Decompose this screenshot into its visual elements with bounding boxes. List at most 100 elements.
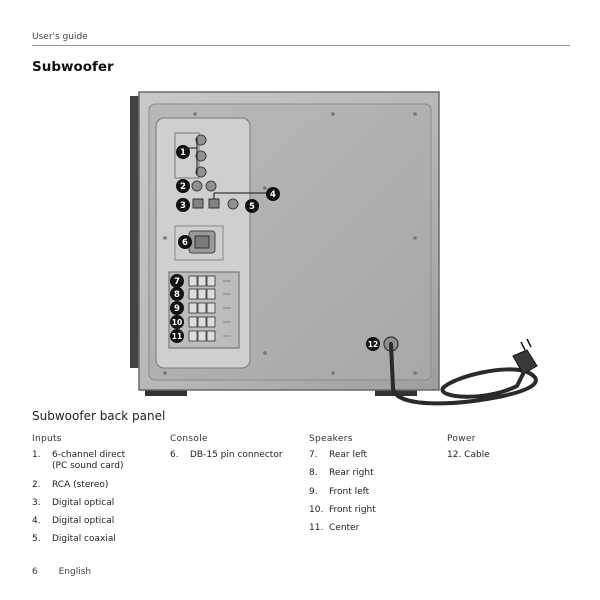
item-number: 2.: [32, 479, 41, 490]
coaxial-jack: [227, 198, 239, 210]
screw: [413, 371, 417, 375]
input-jack: [195, 166, 207, 178]
screw: [163, 371, 167, 375]
input-jack: [195, 134, 207, 146]
callout-1: 1: [176, 145, 190, 159]
callout-2: 2: [176, 179, 190, 193]
speaker-terminal: [188, 288, 198, 300]
callout-10-label: 10: [172, 318, 182, 327]
speaker-terminal: [188, 316, 198, 328]
speaker-terminal: [188, 275, 198, 287]
item-text: Digital coaxial: [52, 534, 116, 545]
item-number: 3.: [32, 497, 41, 508]
inputs-column: Inputs 1. 6-channel direct (PC sound card…: [32, 434, 162, 553]
optical-port: [208, 198, 220, 209]
callout-3-label: 3: [180, 201, 186, 211]
item-text: 6-channel direct (PC sound card): [52, 450, 126, 472]
optical-port: [192, 198, 204, 209]
callout-4: 4: [266, 187, 280, 201]
power-column: Power 12. Cable: [447, 434, 567, 468]
header-rule: [32, 45, 570, 46]
section-title: Subwoofer: [32, 59, 114, 75]
item-number: 10.: [309, 504, 324, 515]
callout-11-label: 11: [172, 332, 182, 341]
item-number: 1.: [32, 450, 41, 460]
screw: [413, 112, 417, 116]
item-number: 7.: [309, 450, 318, 460]
callout-12: 12: [366, 337, 380, 351]
list-item: 10. Front right: [309, 505, 439, 516]
callout-5-label: 5: [249, 202, 255, 212]
screw: [193, 112, 197, 116]
column-heading: Console: [170, 434, 208, 444]
callout-3: 3: [176, 198, 190, 212]
callout-6-label: 6: [182, 238, 188, 248]
list-item: 8. Rear right: [309, 468, 439, 479]
figure-caption: Subwoofer back panel: [32, 409, 166, 423]
callout-7: 7: [170, 274, 184, 288]
screw: [331, 371, 335, 375]
speaker-terminal: [188, 330, 198, 342]
list-item: 5. Digital coaxial: [32, 534, 162, 545]
item-number: 6.: [170, 450, 179, 460]
list-item: 1. 6-channel direct (PC sound card): [32, 450, 162, 473]
power-plug: [512, 349, 538, 375]
item-number: 5.: [32, 534, 41, 545]
item-text: RCA (stereo): [52, 479, 109, 490]
callout-12-label: 12: [368, 340, 378, 349]
input-jack: [195, 150, 207, 162]
page-footer: 6 English: [32, 567, 91, 577]
column-heading: Inputs: [32, 434, 62, 444]
callout-8-label: 8: [174, 290, 180, 300]
screw: [413, 236, 417, 240]
list-item: 6. DB-15 pin connector: [170, 450, 305, 461]
screw: [331, 112, 335, 116]
item-text: Front right: [329, 504, 376, 515]
screw: [163, 236, 167, 240]
list-item: 7. Rear left: [309, 450, 439, 461]
callout-4-label: 4: [270, 190, 276, 200]
subwoofer-back-panel-illustration: 1 2 3 4 5 6 7 8 9 10 11 12: [130, 91, 538, 406]
callout-6: 6: [178, 235, 192, 249]
callout-11: 11: [170, 329, 184, 343]
rca-jack: [191, 180, 203, 192]
callout-1-label: 1: [180, 148, 186, 158]
list-item: 4. Digital optical: [32, 516, 162, 527]
callout-8: 8: [170, 287, 184, 301]
speakers-column: Speakers 7. Rear left 8. Rear right 9. Fron…: [309, 434, 439, 541]
item-text: Front left: [329, 486, 370, 497]
item-text: Digital optical: [52, 516, 115, 526]
item-number: 4.: [32, 516, 41, 526]
callout-10: 10: [170, 315, 184, 329]
item-text: Rear left: [329, 450, 368, 460]
cabinet-foot-left: [145, 388, 187, 396]
item-number: 11.: [309, 523, 324, 533]
callout-9: 9: [170, 301, 184, 315]
list-item: 9. Front left: [309, 487, 439, 498]
console-column: Console 6. DB-15 pin connector: [170, 434, 305, 468]
item-text: Digital optical: [52, 497, 115, 508]
footer-language: English: [58, 567, 92, 577]
speaker-terminal: [188, 302, 198, 314]
item-number: 9.: [309, 486, 318, 497]
list-item: 2. RCA (stereo): [32, 480, 162, 491]
callout-5: 5: [245, 199, 259, 213]
screw: [263, 351, 267, 355]
item-text: Rear right: [329, 468, 374, 479]
running-head: User's guide: [32, 32, 88, 42]
list-item: 3. Digital optical: [32, 498, 162, 509]
screw: [263, 186, 267, 190]
callout-9-label: 9: [174, 304, 180, 314]
page-number: 6: [32, 567, 38, 577]
column-heading: Power: [447, 434, 476, 444]
item-text: Center: [329, 523, 360, 533]
item-text: 12. Cable: [447, 450, 490, 460]
column-heading: Speakers: [309, 434, 353, 444]
callout-2-label: 2: [180, 182, 186, 192]
item-number: 8.: [309, 468, 318, 479]
item-text: DB-15 pin connector: [190, 450, 283, 460]
rca-jack: [205, 180, 217, 192]
db15-bracket: [174, 225, 224, 261]
list-item: 11. Center: [309, 523, 439, 534]
callout-7-label: 7: [174, 277, 180, 287]
